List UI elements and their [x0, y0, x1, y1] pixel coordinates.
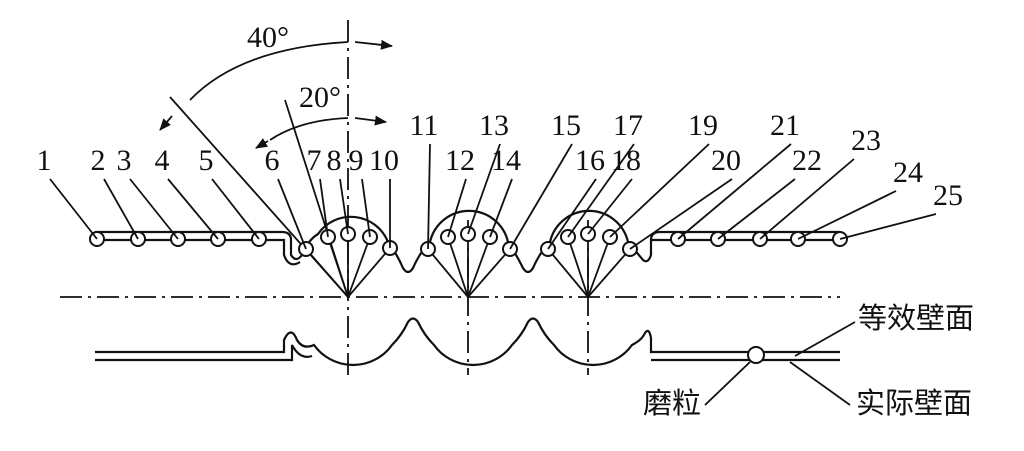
angle-40-arrow-left: [159, 115, 173, 131]
point-label-24: 24: [893, 156, 923, 189]
point-label-19: 19: [688, 109, 718, 142]
angle-20-arrow-right: [354, 115, 387, 126]
point-label-23: 23: [851, 124, 881, 157]
point-label-7: 7: [307, 144, 322, 177]
leader-line-25: [839, 213, 937, 240]
leader-line-8: [339, 178, 349, 235]
angle-40-label: 40°: [247, 21, 289, 54]
actual-wall-label: 实际壁面: [856, 386, 972, 420]
point-label-12: 12: [445, 144, 475, 177]
leader-line-2: [103, 178, 139, 240]
leader-line-24: [797, 190, 897, 240]
leader-line-14: [489, 178, 513, 238]
radial-line-9: [347, 236, 371, 298]
abrasive-leader: [704, 361, 751, 406]
leader-line-6: [277, 178, 307, 250]
radial-line-20: [587, 248, 631, 298]
point-label-3: 3: [117, 144, 132, 177]
leader-line-23: [759, 158, 855, 240]
lower-wall-profile: [95, 317, 840, 367]
leader-line-11: [427, 143, 431, 250]
point-label-21: 21: [770, 109, 800, 142]
leader-line-12: [447, 178, 467, 238]
radial-lines: [305, 234, 631, 298]
point-label-17: 17: [613, 109, 643, 142]
leader-line-19: [609, 143, 710, 238]
point-label-1: 1: [37, 144, 52, 177]
radial-line-7: [327, 236, 349, 298]
equivalent-wall-leader: [794, 321, 856, 357]
point-label-16: 16: [575, 144, 605, 177]
leader-line-5: [211, 178, 260, 240]
leader-line-1: [49, 178, 98, 240]
angle-20-label: 20°: [299, 81, 341, 114]
point-label-15: 15: [551, 109, 581, 142]
abrasive-particles: [89, 226, 848, 257]
point-label-13: 13: [479, 109, 509, 142]
point-label-4: 4: [155, 144, 170, 177]
point-label-8: 8: [327, 144, 342, 177]
point-label-10: 10: [369, 144, 399, 177]
leader-line-9: [361, 178, 371, 238]
radial-line-17: [567, 236, 589, 298]
leader-line-4: [167, 178, 219, 240]
point-label-18: 18: [611, 144, 641, 177]
angle-40-arrow-right: [354, 39, 393, 50]
leader-lines: [49, 143, 937, 250]
radial-line-11: [427, 248, 469, 298]
point-label-14: 14: [491, 144, 521, 177]
leader-line-17: [567, 143, 635, 238]
point-label-11: 11: [410, 109, 439, 142]
leader-line-16: [547, 178, 597, 250]
point-label-2: 2: [91, 144, 106, 177]
angle-20-arrow-left: [255, 138, 269, 149]
radial-line-12: [447, 236, 469, 298]
leader-line-3: [129, 178, 179, 240]
point-label-9: 9: [349, 144, 364, 177]
leader-line-7: [319, 178, 329, 238]
point-label-6: 6: [265, 144, 280, 177]
angle-20-arc: [269, 117, 349, 141]
radial-line-10: [347, 247, 391, 298]
radial-line-6: [305, 248, 349, 298]
radial-line-19: [587, 236, 611, 298]
point-label-20: 20: [711, 144, 741, 177]
radial-line-14: [467, 236, 491, 298]
leader-line-22: [717, 178, 796, 240]
point-label-5: 5: [199, 144, 214, 177]
radial-line-15: [467, 248, 511, 298]
leader-line-21: [677, 143, 792, 240]
leader-line-13: [467, 143, 501, 235]
leader-line-20: [629, 178, 733, 250]
point-label-25: 25: [933, 179, 963, 212]
equivalent-wall-label: 等效壁面: [858, 301, 974, 335]
actual-wall-leader: [789, 361, 851, 406]
leader-line-15: [509, 143, 573, 250]
point-label-22: 22: [792, 144, 822, 177]
radial-line-16: [547, 248, 589, 298]
sample-abrasive-particle: [747, 346, 765, 364]
abrasive-label: 磨粒: [643, 386, 701, 420]
leader-line-18: [587, 178, 633, 235]
angle-40-arc: [189, 41, 349, 101]
